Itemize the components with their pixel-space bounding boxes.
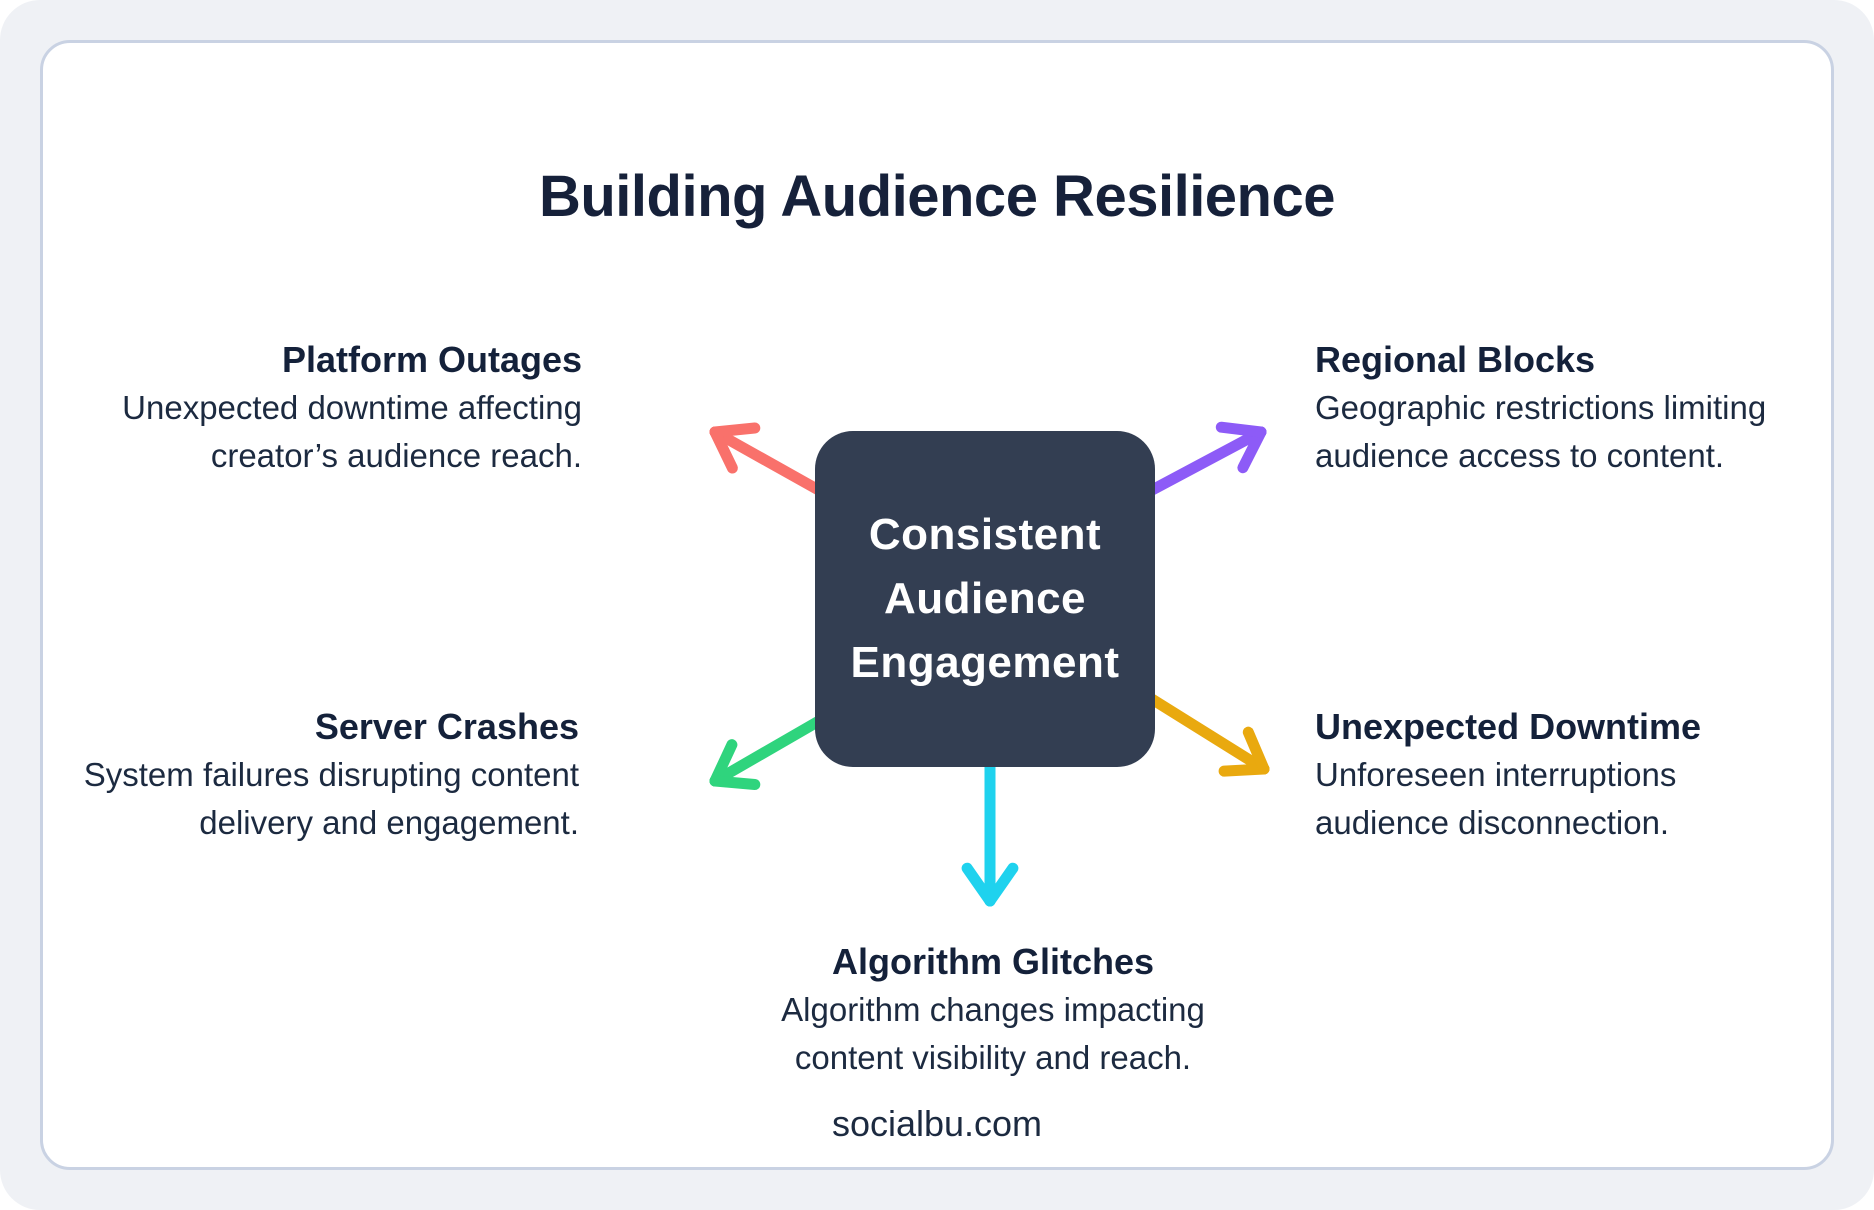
page-title: Building Audience Resilience xyxy=(538,164,1336,229)
node-unexpected-downtime: Unexpected Downtime Unforeseen interrupt… xyxy=(1315,703,1874,847)
arrow-algorithm-glitches xyxy=(961,755,1019,907)
arrow-server-crashes xyxy=(709,708,837,790)
node-title: Regional Blocks xyxy=(1315,339,1596,380)
node-body: Geographic restrictions limiting audienc… xyxy=(1315,389,1767,474)
node-body: System failures disrupting content deliv… xyxy=(83,756,579,841)
node-body: Unexpected downtime affecting creator’s … xyxy=(122,389,582,474)
arrow-regional-blocks xyxy=(1133,421,1267,503)
infographic-card: Building Audience Resilience Consistent … xyxy=(40,40,1834,1170)
node-platform-outages: Platform Outages Unexpected downtime aff… xyxy=(0,336,582,480)
arrow-platform-outages xyxy=(709,422,837,503)
center-node-label: Consistent Audience Engagement xyxy=(850,510,1120,687)
node-body: Unforeseen interruptions audience discon… xyxy=(1315,756,1677,841)
footer-url: socialbu.com xyxy=(831,1103,1043,1144)
node-title: Server Crashes xyxy=(314,706,579,747)
node-algorithm-glitches: Algorithm Glitches Algorithm changes imp… xyxy=(643,938,1343,1082)
center-node: Consistent Audience Engagement xyxy=(815,431,1155,767)
node-title: Algorithm Glitches xyxy=(831,941,1155,982)
node-title: Unexpected Downtime xyxy=(1315,706,1702,747)
node-regional-blocks: Regional Blocks Geographic restrictions … xyxy=(1315,336,1874,480)
node-body: Algorithm changes impacting content visi… xyxy=(781,991,1205,1076)
arrow-unexpected-downtime xyxy=(1133,685,1270,777)
node-title: Platform Outages xyxy=(281,339,582,380)
node-server-crashes: Server Crashes System failures disruptin… xyxy=(0,703,579,847)
